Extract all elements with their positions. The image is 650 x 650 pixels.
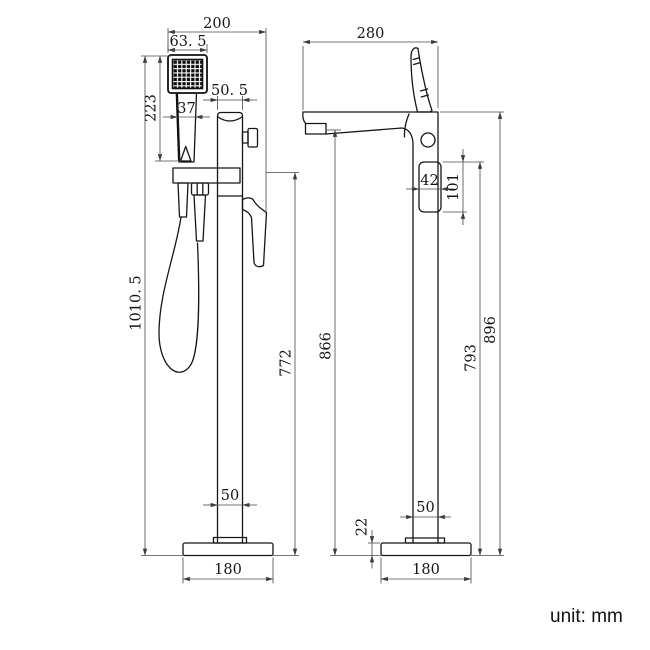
dim-label-896: 896 — [483, 316, 499, 344]
dim-label-223: 223 — [144, 94, 160, 122]
dim-label-22: 22 — [355, 518, 371, 536]
base-left — [182, 536, 274, 557]
handshower-handle — [175, 92, 198, 163]
faucet-column-left — [216, 111, 244, 544]
right-view-fixture — [302, 47, 472, 557]
hose-connectors — [177, 182, 210, 242]
mixer-lever-right — [410, 47, 433, 113]
dim-outlet-height-866: 866 — [319, 129, 381, 556]
dim-shower-length-223: 223 — [141, 55, 181, 162]
dim-label-50-right: 50 — [416, 500, 434, 516]
dim-label-180-right: 180 — [412, 562, 440, 578]
dim-holder-height-793: 793 — [443, 161, 484, 556]
dim-label-200: 200 — [203, 16, 231, 32]
mixer-lever-left — [241, 197, 268, 268]
handshower-spray-grid — [171, 58, 204, 90]
dim-column-width-50-right: 50 — [400, 500, 451, 520]
dim-base-thickness-22: 22 — [355, 518, 380, 569]
dim-label-101: 101 — [446, 173, 462, 201]
dim-overall-depth-200: 200 — [167, 16, 267, 212]
dim-label-280: 280 — [357, 26, 385, 42]
shower-hose-loop — [158, 216, 200, 373]
spout-and-column — [302, 111, 439, 544]
base-right — [380, 537, 472, 557]
dim-holder-width-42: 42 — [406, 173, 454, 192]
dim-label-50-5: 50. 5 — [211, 83, 248, 99]
left-view-dimensions: 200 63. 5 223 37 50. 5 — [129, 16, 299, 584]
dim-holder-slot-height-101: 101 — [443, 149, 467, 225]
dim-label-866: 866 — [319, 332, 335, 360]
dim-label-37: 37 — [177, 101, 195, 117]
dim-label-50-left: 50 — [221, 488, 239, 504]
dim-head-width-63-5: 63. 5 — [167, 34, 208, 53]
unit-note: unit: mm — [550, 606, 623, 627]
spout-outlet — [304, 122, 327, 135]
dim-label-772: 772 — [279, 349, 295, 377]
dim-label-793: 793 — [464, 344, 480, 372]
dim-label-1010-5: 1010. 5 — [129, 275, 145, 330]
dim-overall-height-896: 896 — [440, 111, 504, 556]
right-view-dimensions: 280 866 793 896 42 — [302, 26, 504, 584]
dim-label-180-left: 180 — [214, 562, 242, 578]
handshower-holder-bracket — [172, 167, 241, 184]
dim-column-width-50-left: 50 — [203, 488, 257, 508]
dim-riser-height-772: 772 — [266, 172, 299, 556]
dim-spout-reach-280: 280 — [302, 26, 439, 110]
diverter-button — [420, 132, 436, 148]
dim-body-width-50-5: 50. 5 — [203, 83, 257, 110]
dim-label-42: 42 — [420, 173, 438, 189]
dim-handle-width-37: 37 — [163, 101, 210, 120]
left-view-fixture — [158, 54, 274, 557]
dim-overall-height-1010-5: 1010. 5 — [129, 55, 183, 556]
dim-label-63-5: 63. 5 — [170, 34, 207, 50]
dim-base-width-180-left: 180 — [182, 557, 274, 584]
dim-base-width-180-right: 180 — [380, 557, 472, 584]
diverter-knob — [241, 127, 259, 148]
